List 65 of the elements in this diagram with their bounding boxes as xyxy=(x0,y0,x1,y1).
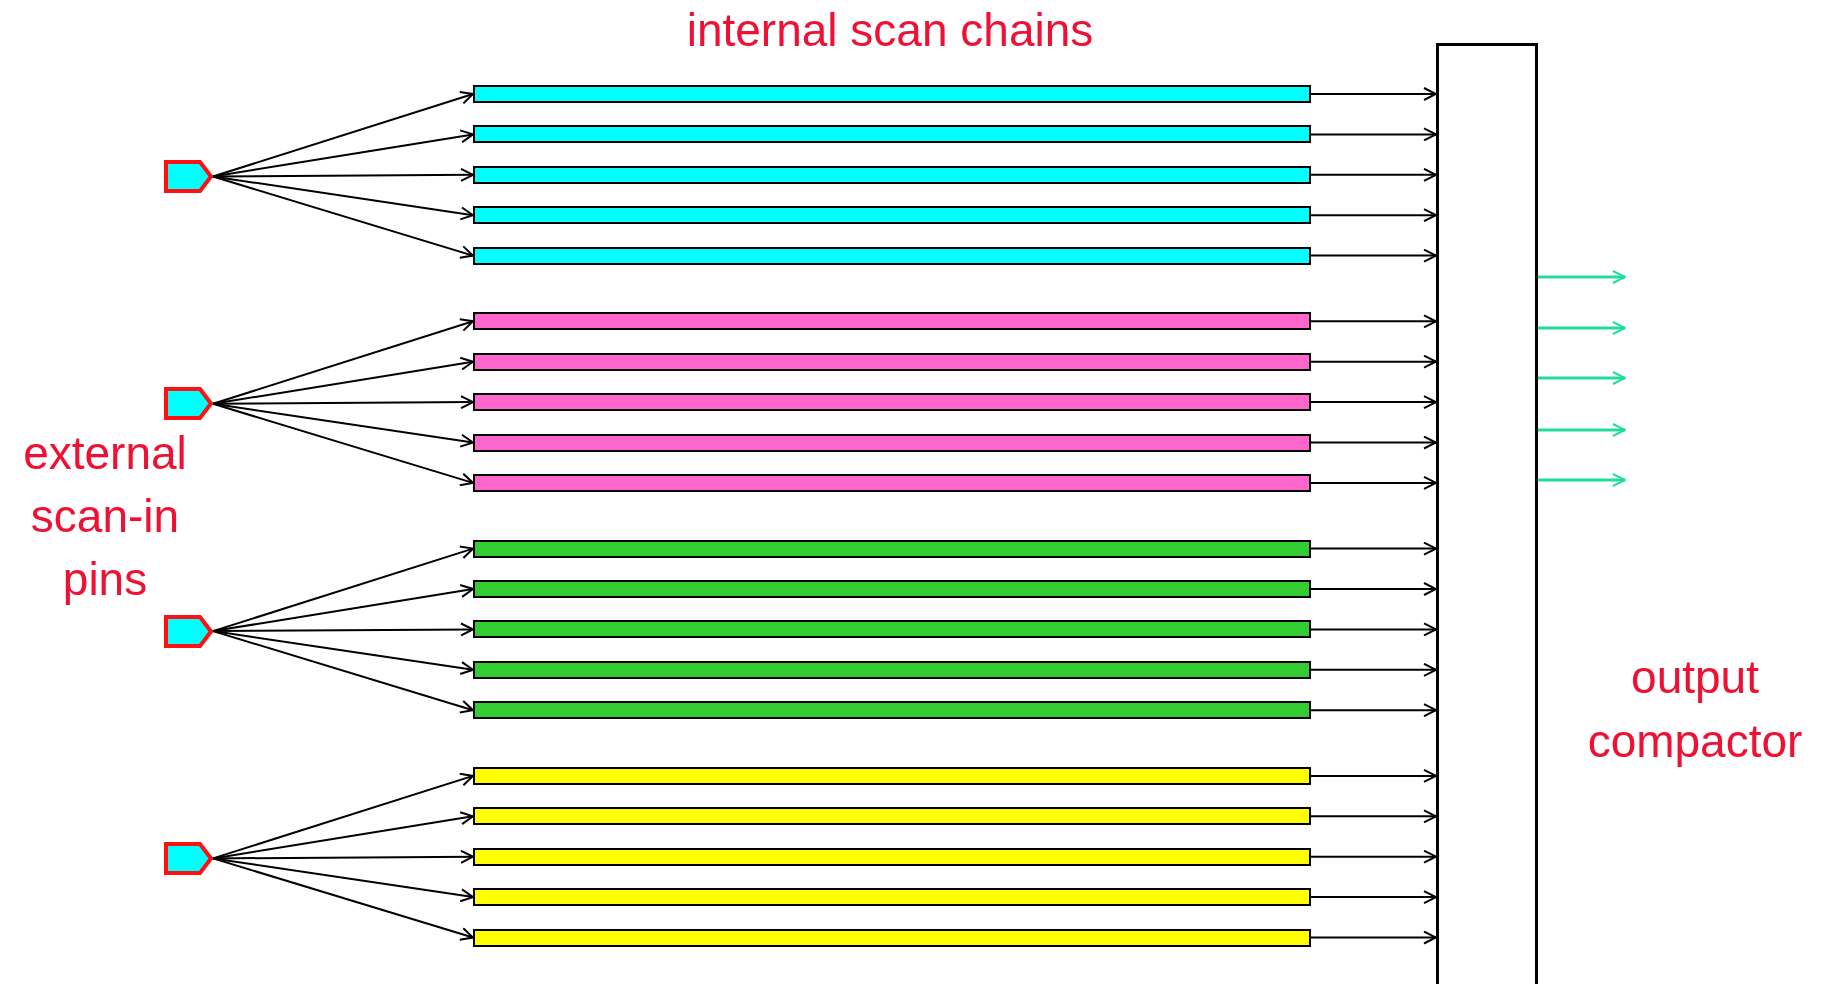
scan-in-pin xyxy=(164,160,213,193)
arrow xyxy=(212,175,474,259)
arrow xyxy=(1310,703,1437,718)
annotation-label: internal scan chains xyxy=(685,3,1095,58)
scan-in-pin xyxy=(164,614,213,648)
annotation-label: output compactor xyxy=(1586,650,1804,769)
arrow xyxy=(1310,314,1437,329)
scan-chain-bar xyxy=(473,847,1311,866)
arrow xyxy=(1310,809,1437,824)
scan-chain-bar xyxy=(473,393,1311,412)
scan-chain-bar xyxy=(473,807,1311,826)
arrow xyxy=(1310,890,1437,905)
arrow xyxy=(1310,354,1437,369)
arrow xyxy=(1310,930,1437,945)
arrow xyxy=(1310,435,1437,450)
scan-chain-bar xyxy=(473,246,1311,265)
arrow xyxy=(212,857,474,903)
scan-chain-bar xyxy=(473,580,1311,598)
arrow xyxy=(1310,582,1437,596)
scan-in-pin xyxy=(164,387,213,421)
scan-chain-bar xyxy=(473,165,1311,184)
arrow xyxy=(212,402,474,448)
compactor-box xyxy=(1436,43,1538,984)
arrow xyxy=(1310,167,1437,182)
arrow xyxy=(1310,768,1437,783)
arrow xyxy=(1310,87,1437,101)
arrow xyxy=(1538,473,1626,487)
arrow xyxy=(212,318,474,405)
scan-chain-bar xyxy=(473,701,1311,720)
scan-chain-bar xyxy=(473,433,1311,452)
scan-chain-bar xyxy=(473,473,1311,492)
arrow xyxy=(212,545,474,633)
scan-chain-bar xyxy=(473,352,1311,371)
scan-chain-bar xyxy=(473,766,1311,785)
arrow xyxy=(212,630,474,675)
arrow xyxy=(1538,321,1626,335)
arrow xyxy=(212,630,474,714)
arrow xyxy=(1538,423,1626,437)
annotation-label: external scan-in pins xyxy=(22,426,188,607)
scan-chain-bar xyxy=(473,660,1311,679)
arrow xyxy=(1310,127,1437,142)
arrow xyxy=(1310,662,1437,677)
scan-chain-bar xyxy=(473,206,1311,225)
arrow xyxy=(1310,541,1437,556)
arrow xyxy=(212,857,474,941)
scan-chain-bar xyxy=(473,312,1311,331)
arrow xyxy=(212,167,474,182)
arrow xyxy=(1310,208,1437,223)
arrow xyxy=(212,849,474,864)
arrow xyxy=(1310,395,1437,410)
scan-chain-bar xyxy=(473,125,1311,144)
arrow xyxy=(212,356,474,405)
arrow xyxy=(1310,248,1437,263)
arrow xyxy=(212,402,474,487)
scan-in-pin xyxy=(164,841,213,875)
scan-chain-bar xyxy=(473,620,1311,639)
scan-chain-bar xyxy=(473,928,1311,947)
arrow xyxy=(1538,371,1626,385)
scan-chain-bar xyxy=(473,85,1311,103)
arrow xyxy=(1310,622,1437,637)
arrow xyxy=(1310,475,1437,490)
scan-chain-bar xyxy=(473,539,1311,558)
arrow xyxy=(1538,270,1626,284)
scan-chain-bar xyxy=(473,888,1311,907)
arrow xyxy=(1310,849,1437,864)
